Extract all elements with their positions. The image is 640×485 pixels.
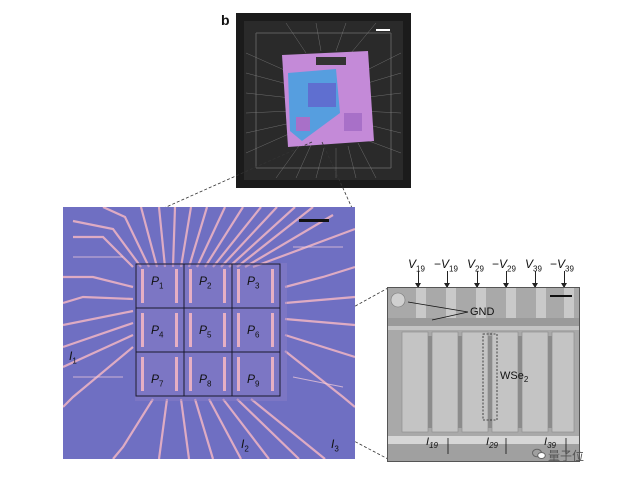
current-label-i1: I1 (69, 349, 77, 366)
arrow-down-icon (532, 271, 538, 288)
arrow-down-icon (415, 271, 421, 288)
pixel-label-p1: P1 (151, 274, 164, 291)
pixel-label-p8: P8 (199, 372, 212, 389)
current-label-i3: I3 (331, 437, 339, 454)
current-label-i19: I19 (426, 436, 438, 451)
current-label-i2: I2 (241, 437, 249, 454)
gnd-label: GND (470, 306, 495, 318)
arrow-down-icon (503, 271, 509, 288)
voltage-label-v39: V39 (525, 257, 542, 274)
arrow-down-icon (444, 271, 450, 288)
pixel-label-p7: P7 (151, 372, 164, 389)
voltage-label-neg-v39: −V39 (550, 257, 574, 274)
voltage-label-neg-v19: −V19 (434, 257, 458, 274)
arrow-down-icon (474, 271, 480, 288)
panel-label: b (221, 12, 230, 28)
pixel-label-p3: P3 (247, 274, 260, 291)
arrow-down-icon (561, 271, 567, 288)
micrograph-traces (63, 207, 355, 459)
current-label-i39: I39 (544, 436, 556, 451)
material-label: WSe2 (500, 370, 529, 385)
packaged-chip-photo (236, 13, 411, 188)
sem-image: GND WSe2 I19 I29 I39 (387, 287, 580, 462)
chip-micrograph: P1 P2 P3 P4 P5 P6 P7 P8 P9 I1 I2 I3 (63, 207, 355, 459)
voltage-label-neg-v29: −V29 (492, 257, 516, 274)
voltage-label-v29: V29 (467, 257, 484, 274)
pixel-label-p5: P5 (199, 323, 212, 340)
pixel-label-p2: P2 (199, 274, 212, 291)
wechat-icon (532, 448, 546, 459)
pixel-label-p6: P6 (247, 323, 260, 340)
current-label-i29: I29 (486, 436, 498, 451)
pixel-label-p4: P4 (151, 323, 164, 340)
pixel-label-p9: P9 (247, 372, 260, 389)
watermark-text: 量子位 (548, 449, 585, 463)
sem-structures (388, 288, 579, 461)
voltage-label-v19: V19 (408, 257, 425, 274)
